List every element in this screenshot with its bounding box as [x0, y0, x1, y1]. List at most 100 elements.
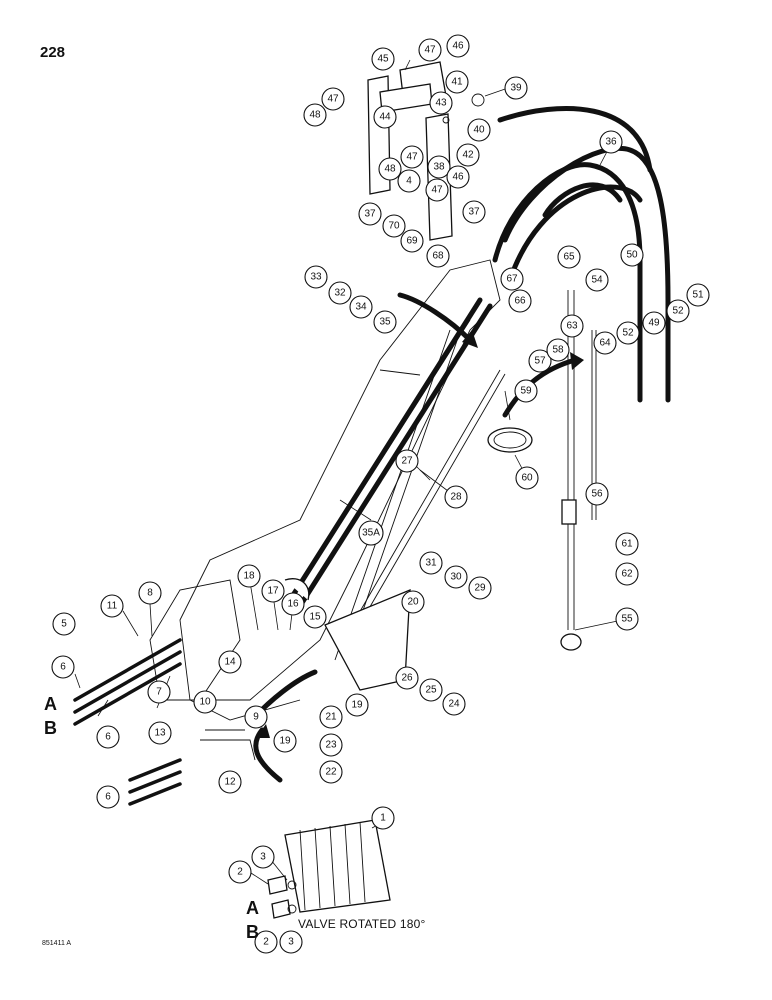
svg-text:65: 65: [563, 252, 575, 263]
svg-text:17: 17: [267, 586, 279, 597]
callout: 58: [546, 338, 570, 362]
clamp-and-fittings: [284, 427, 533, 691]
callout: 6: [96, 785, 120, 809]
svg-text:19: 19: [279, 736, 291, 747]
svg-text:67: 67: [506, 274, 518, 285]
hydraulic-hoses: [73, 106, 671, 806]
callout: 70: [382, 214, 406, 238]
svg-text:30: 30: [450, 572, 462, 583]
callout: 1: [371, 806, 395, 830]
svg-text:60: 60: [521, 473, 533, 484]
svg-text:50: 50: [626, 250, 638, 261]
callout: 47: [321, 87, 345, 111]
control-valve: [267, 819, 391, 919]
callout: 11: [100, 594, 124, 618]
svg-text:47: 47: [431, 185, 443, 196]
svg-text:37: 37: [468, 207, 480, 218]
callout: 16: [281, 592, 305, 616]
svg-text:47: 47: [424, 45, 436, 56]
callout: 5: [52, 612, 76, 636]
callout: 27: [395, 449, 419, 473]
svg-text:3: 3: [288, 937, 294, 948]
callout: 19: [345, 693, 369, 717]
callout: 2: [228, 860, 252, 884]
callout: 4: [397, 169, 421, 193]
callout: 67: [500, 267, 524, 291]
callout: 38: [427, 155, 451, 179]
callout: 18: [237, 564, 261, 588]
svg-text:21: 21: [325, 712, 337, 723]
callout: 46: [446, 165, 470, 189]
callout: 62: [615, 562, 639, 586]
svg-text:11: 11: [107, 601, 118, 612]
svg-text:10: 10: [199, 697, 211, 708]
callout: 48: [303, 103, 327, 127]
callout: 15: [303, 605, 327, 629]
svg-text:48: 48: [384, 164, 396, 175]
svg-text:46: 46: [452, 172, 464, 183]
callout: 3: [251, 845, 275, 869]
callout: 41: [445, 70, 469, 94]
svg-text:3: 3: [260, 852, 266, 863]
callout: 26: [395, 666, 419, 690]
svg-text:41: 41: [451, 77, 463, 88]
svg-text:59: 59: [520, 386, 532, 397]
svg-text:54: 54: [591, 275, 603, 286]
svg-text:13: 13: [154, 728, 166, 739]
callout: 55: [615, 607, 639, 631]
svg-text:19: 19: [351, 700, 363, 711]
svg-text:2: 2: [263, 937, 269, 948]
svg-text:16: 16: [287, 599, 299, 610]
callout: 28: [444, 485, 468, 509]
callout: 12: [218, 770, 242, 794]
svg-text:58: 58: [552, 345, 564, 356]
callout: 39: [504, 76, 528, 100]
svg-text:43: 43: [435, 98, 447, 109]
svg-text:2: 2: [237, 867, 243, 878]
svg-text:1: 1: [380, 813, 386, 824]
svg-text:20: 20: [407, 597, 419, 608]
callout: 54: [585, 268, 609, 292]
callout: 69: [400, 229, 424, 253]
callout: 68: [426, 244, 450, 268]
callout: 64: [593, 331, 617, 355]
svg-text:39: 39: [510, 83, 522, 94]
callout: 34: [349, 295, 373, 319]
svg-text:32: 32: [334, 288, 346, 299]
svg-text:27: 27: [401, 456, 413, 467]
svg-text:46: 46: [452, 41, 464, 52]
figure-code: 851411 A: [42, 940, 72, 947]
callout: 23: [319, 733, 343, 757]
svg-text:23: 23: [325, 740, 337, 751]
svg-text:52: 52: [622, 328, 634, 339]
callout: 29: [468, 576, 492, 600]
svg-text:26: 26: [401, 673, 413, 684]
svg-text:22: 22: [325, 767, 337, 778]
svg-text:52: 52: [672, 306, 684, 317]
callout: 66: [508, 289, 532, 313]
page-number: 228: [40, 44, 66, 61]
callout: 49: [642, 311, 666, 335]
callout: 56: [585, 482, 609, 506]
svg-text:35: 35: [379, 317, 391, 328]
callout: 13: [148, 721, 172, 745]
svg-text:51: 51: [692, 290, 704, 301]
callout: 21: [319, 705, 343, 729]
svg-text:55: 55: [621, 614, 633, 625]
callout: 2: [254, 930, 278, 954]
callout: 20: [401, 590, 425, 614]
callout: 52: [666, 299, 690, 323]
svg-text:66: 66: [514, 296, 526, 307]
svg-text:44: 44: [379, 112, 391, 123]
svg-text:45: 45: [377, 54, 389, 65]
callout: 17: [261, 579, 285, 603]
callout: 52: [616, 321, 640, 345]
callout: 47: [418, 38, 442, 62]
callout: 7: [147, 680, 171, 704]
port-label-a: A: [44, 694, 57, 714]
callout: 33: [304, 265, 328, 289]
port-label-b: B: [44, 718, 57, 738]
callout: 9: [244, 705, 268, 729]
svg-text:48: 48: [309, 110, 321, 121]
